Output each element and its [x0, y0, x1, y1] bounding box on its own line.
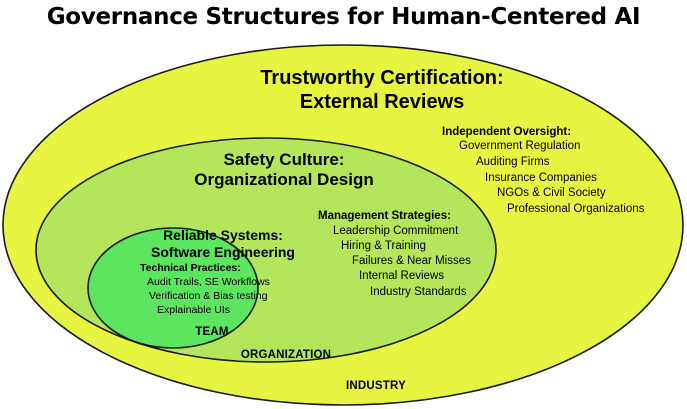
organization-heading-line2: Organizational Design	[194, 170, 374, 190]
team-heading-line2: Software Engineering	[151, 243, 295, 260]
industry-heading-line2: External Reviews	[299, 91, 465, 113]
organization-item: Leadership Commitment	[333, 225, 459, 237]
industry-item: Auditing Firms	[476, 156, 550, 168]
organization-heading-line1: Safety Culture:	[223, 150, 345, 169]
industry-item: Insurance Companies	[485, 172, 597, 184]
industry-heading: Trustworthy Certification: External Revi…	[260, 66, 503, 114]
team-list-title: Technical Practices:	[140, 262, 241, 274]
industry-item: Professional Organizations	[507, 203, 645, 215]
organization-item: Failures & Near Misses	[352, 255, 471, 267]
team-scope-label: TEAM	[195, 326, 229, 338]
industry-item: Government Regulation	[459, 140, 581, 152]
industry-list-title: Independent Oversight:	[442, 126, 572, 138]
organization-item: Industry Standards	[370, 286, 467, 298]
team-item: Audit Trails, SE Workflows	[147, 276, 270, 288]
organization-heading: Safety Culture: Organizational Design	[194, 150, 373, 191]
industry-scope-label: INDUSTRY	[346, 380, 406, 392]
organization-scope-label: ORGANIZATION	[240, 349, 332, 361]
team-item: Verification & Bias testing	[149, 290, 268, 302]
page-title: Governance Structures for Human-Centered…	[46, 4, 641, 30]
organization-item: Hiring & Training	[341, 240, 427, 252]
industry-item: NGOs & Civil Society	[497, 187, 606, 199]
industry-heading-line1: Trustworthy Certification:	[260, 67, 504, 89]
team-item: Explainable UIs	[157, 304, 230, 316]
organization-list-title: Management Strategies:	[318, 210, 451, 222]
team-ellipse	[87, 227, 259, 349]
team-heading-line1: Reliable Systems:	[163, 227, 283, 243]
team-heading: Reliable Systems: Software Engineering	[151, 227, 295, 261]
organization-item: Internal Reviews	[359, 270, 445, 282]
